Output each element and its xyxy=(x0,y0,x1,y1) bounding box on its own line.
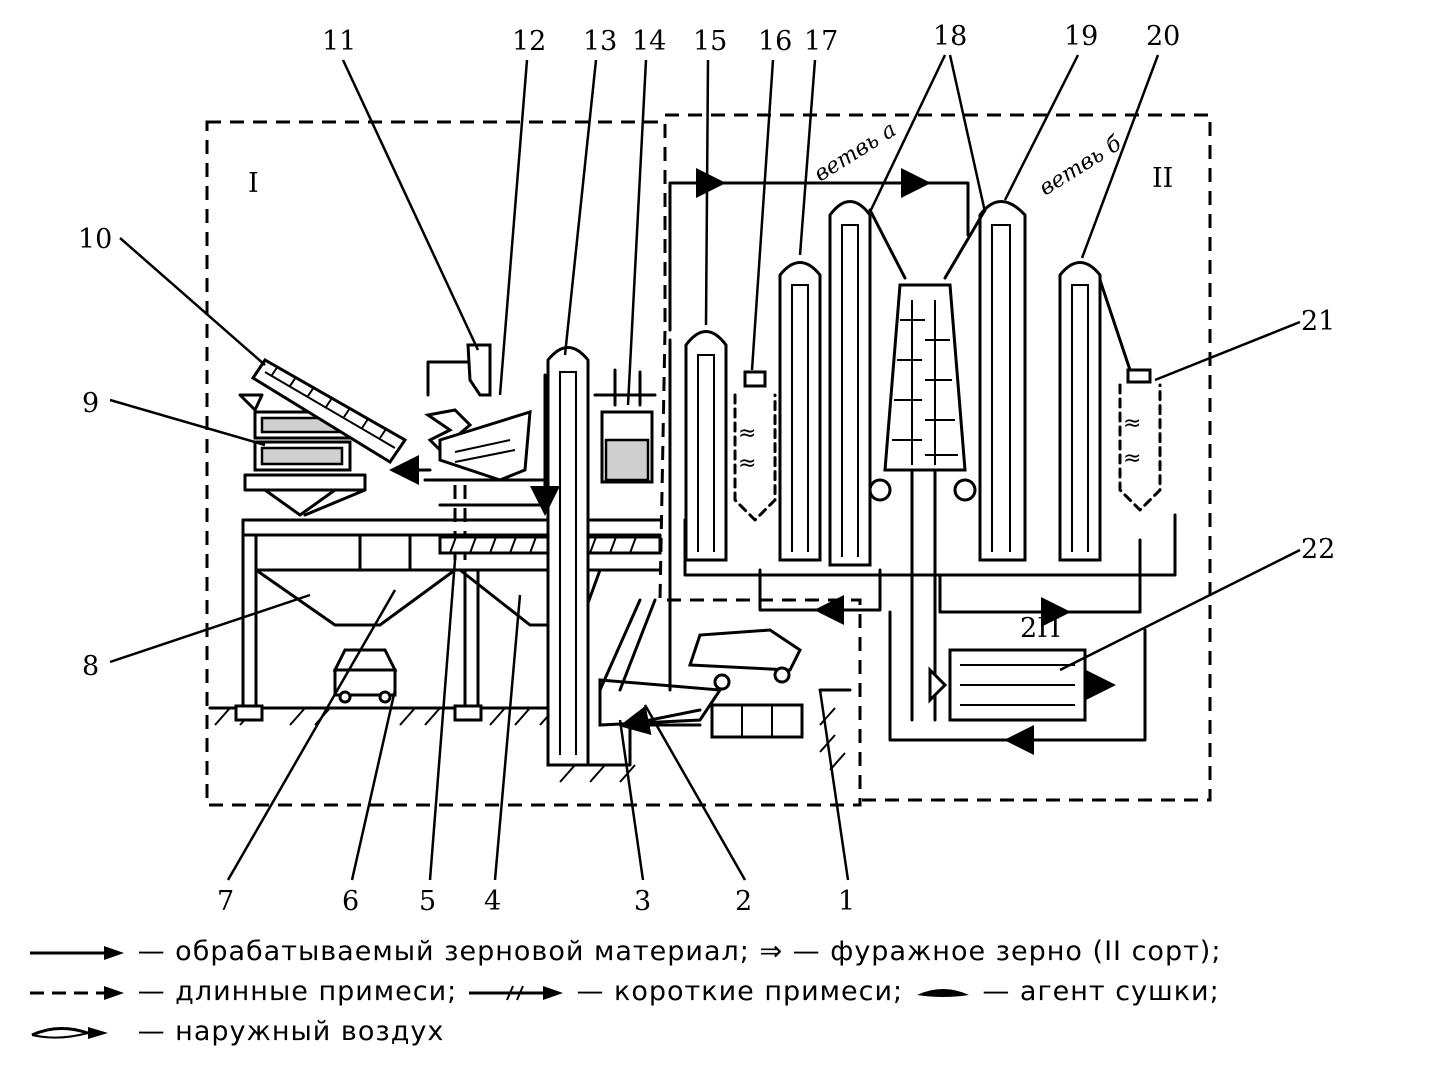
callout-17: 17 xyxy=(804,26,838,57)
outline-flame-icon xyxy=(31,1026,108,1039)
callout-2: 2 xyxy=(735,886,752,917)
storage-bunkers xyxy=(234,518,662,722)
legend-short: — короткие примеси; xyxy=(576,976,904,1007)
zone-i-label: I xyxy=(248,168,259,199)
legend-long: — длинные примеси; xyxy=(137,976,458,1007)
svg-text:≈: ≈ xyxy=(738,421,756,446)
legend-fodder: — фуражное зерно (II сорт); xyxy=(792,936,1222,967)
feed-lines-18 xyxy=(868,208,987,280)
elevator-17 xyxy=(778,261,822,562)
intake-2-pit-1 xyxy=(598,598,804,739)
elevator-20 xyxy=(1058,261,1132,562)
callout-9: 9 xyxy=(82,388,99,419)
callout-7: 7 xyxy=(217,886,234,917)
callout-8: 8 xyxy=(82,651,99,682)
callout-10: 10 xyxy=(78,224,112,255)
callout-20: 20 xyxy=(1146,21,1180,52)
grain-processing-scheme: I II xyxy=(78,21,1335,917)
callout-22: 22 xyxy=(1301,534,1335,565)
callout-6: 6 xyxy=(342,886,359,917)
callout-18: 18 xyxy=(933,21,967,52)
legend-processed: — обрабатываемый зерновой материал; xyxy=(137,936,750,967)
solid-arrow-icon xyxy=(30,945,124,960)
hatched-arrow-icon xyxy=(468,985,563,1000)
zone-ii-boundary xyxy=(665,113,1212,802)
dashed-arrow-icon xyxy=(30,985,124,1000)
callout-13: 13 xyxy=(583,26,617,57)
svg-text:≈: ≈ xyxy=(1123,446,1141,471)
furnace-label: 2П xyxy=(1020,613,1061,644)
leader-lines xyxy=(109,54,1301,881)
dryer-column xyxy=(868,283,977,722)
callout-19: 19 xyxy=(1064,21,1098,52)
branch-b-label: ветвь б xyxy=(1035,131,1127,201)
top-flow-line xyxy=(668,168,970,692)
legend-row-2: — длинные примеси; — короткие примеси; —… xyxy=(28,972,1408,1012)
machine-11-12 xyxy=(389,343,562,560)
bin-14 xyxy=(593,368,657,484)
callout-21: 21 xyxy=(1301,306,1335,337)
callout-1: 1 xyxy=(838,886,855,917)
legend: — обрабатываемый зерновой материал; ⇒ — … xyxy=(28,932,1408,1052)
svg-text:≈: ≈ xyxy=(738,451,756,476)
callout-14: 14 xyxy=(632,26,666,57)
callout-15: 15 xyxy=(693,26,727,57)
callout-12: 12 xyxy=(512,26,546,57)
callout-11: 11 xyxy=(322,26,356,57)
callout-3: 3 xyxy=(634,886,651,917)
elevator-15 xyxy=(684,330,728,562)
legend-air: — наружный воздух xyxy=(137,1016,445,1047)
svg-text:≈: ≈ xyxy=(1123,411,1141,436)
cooler-16: ≈ ≈ xyxy=(733,370,777,522)
dryer-platform xyxy=(683,513,1177,627)
furnace-22 xyxy=(888,610,1147,755)
double-arrow-icon: ⇒ xyxy=(759,936,784,967)
legend-agent: — агент сушки; xyxy=(982,976,1220,1007)
callout-16: 16 xyxy=(758,26,792,57)
elevator-18b xyxy=(978,200,1027,562)
elevator-18a xyxy=(828,200,872,567)
legend-row-1: — обрабатываемый зерновой материал; ⇒ — … xyxy=(28,932,1408,972)
callout-5: 5 xyxy=(419,886,436,917)
truck-6 xyxy=(332,648,398,704)
legend-row-3: — наружный воздух xyxy=(28,1012,1408,1052)
zone-ii-label: II xyxy=(1152,163,1173,194)
callout-4: 4 xyxy=(484,886,501,917)
filled-flame-icon xyxy=(916,988,969,997)
conveyor-10 xyxy=(250,358,408,465)
cooler-21: ≈ ≈ xyxy=(1118,368,1162,512)
elevator-13 xyxy=(530,346,590,767)
